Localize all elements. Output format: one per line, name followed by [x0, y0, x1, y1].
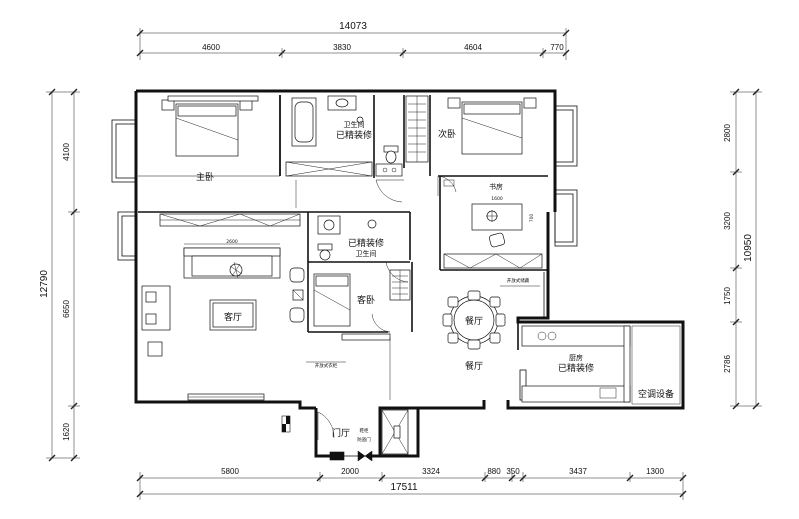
toilet-top: [383, 145, 399, 164]
closet-hangers: [405, 95, 429, 163]
foyer-door-swing: [317, 411, 335, 440]
plant: [229, 261, 243, 279]
right-dim-1: 2800: [723, 124, 732, 142]
room-kitchen: 厨房: [569, 353, 583, 362]
desk-width-dim: 1600: [491, 196, 503, 202]
top-dimension-lines: [136, 28, 570, 60]
bathtub: [291, 97, 317, 147]
room-ac-equipment: 空调设备: [638, 388, 674, 400]
bathroom-mid-note: 已精装修: [348, 237, 384, 249]
open-shelf-living-label: 开放式衣柜: [315, 362, 338, 369]
bottom-dim-3: 3324: [422, 467, 440, 476]
master-wardrobe: [159, 213, 301, 227]
ac-equipment-area: [631, 325, 681, 405]
door-swings: [295, 175, 457, 400]
desk-depth-dim: 700: [529, 214, 535, 223]
kitchen-note: 已精装修: [558, 362, 594, 374]
room-second-bedroom: 次卧: [438, 128, 456, 140]
room-living-room: 客厅: [224, 311, 242, 323]
shoe-cabinet-label: 鞋柜: [360, 427, 369, 434]
top-dim-4: 770: [550, 43, 564, 52]
right-dim-2: 3200: [723, 212, 732, 230]
top-dim-1: 4600: [202, 43, 220, 52]
floor-drain-top: [356, 116, 364, 124]
guest-bed: [313, 273, 351, 327]
room-bathroom-top: 卫生间: [344, 120, 365, 129]
windows: [111, 105, 578, 401]
room-dining-a: 餐厅: [465, 315, 483, 327]
side-table: [147, 341, 163, 357]
right-total-dim: 10950: [743, 234, 754, 262]
second-bed: [447, 97, 537, 155]
guest-wardrobe: [389, 269, 411, 301]
exterior-walls: [134, 89, 685, 458]
room-dining-b: 餐厅: [465, 360, 483, 372]
room-guest-room: 客卧: [357, 294, 375, 306]
room-study: 书房: [489, 182, 503, 191]
bottom-dim-6: 3437: [569, 467, 587, 476]
vanity-top: [375, 163, 403, 177]
bottom-dim-2: 2000: [341, 467, 359, 476]
bottom-dim-7: 1300: [646, 467, 664, 476]
study-chair: [489, 232, 505, 248]
bottom-total-dim: 17511: [390, 482, 418, 493]
coffee-table: [209, 299, 257, 331]
guest-desk: [341, 333, 391, 341]
armchairs: [289, 267, 305, 323]
foyer-marker: [281, 415, 291, 433]
right-dim-4: 2786: [723, 355, 732, 373]
bottom-dimension-lines: [136, 472, 687, 500]
kitchen-counters: [521, 325, 631, 403]
left-dim-2: 6650: [62, 300, 71, 318]
left-dimension-lines: [46, 88, 80, 462]
room-bathroom-mid: 卫生间: [356, 249, 377, 258]
bottom-dim-1: 5800: [221, 467, 239, 476]
tv-cabinet: [141, 285, 171, 331]
room-master-bedroom: 主卧: [196, 171, 214, 183]
foyer-shoe-cabinet: [381, 409, 409, 455]
left-total-dim: 12790: [39, 270, 50, 298]
study-shelf: [443, 253, 543, 269]
top-dim-3: 4604: [464, 43, 482, 52]
entry-door[interactable]: [329, 450, 373, 462]
left-dim-3: 1620: [62, 423, 71, 441]
dining-chairs: [442, 290, 506, 350]
bathroom-top-note: 已精装修: [336, 129, 372, 141]
right-dim-3: 1750: [723, 287, 732, 305]
bottom-dim-5: 350: [506, 467, 520, 476]
top-total-dim: 14073: [339, 21, 367, 32]
left-dim-1: 4100: [62, 143, 71, 161]
open-shelf-dining-label: 开放式储藏: [507, 277, 530, 284]
mid-bathroom-fixtures: [317, 215, 377, 261]
master-bed: [161, 95, 259, 157]
top-dim-2: 3830: [333, 43, 351, 52]
study-desk: [471, 203, 523, 231]
sofa-width-dim: 2600: [226, 239, 238, 245]
room-foyer: 门厅: [332, 427, 350, 439]
bottom-dim-4: 880: [487, 467, 501, 476]
entry-door-label: 防盗门: [357, 436, 371, 443]
bath-sink-top: [327, 95, 357, 111]
right-dimension-lines: [730, 88, 762, 410]
